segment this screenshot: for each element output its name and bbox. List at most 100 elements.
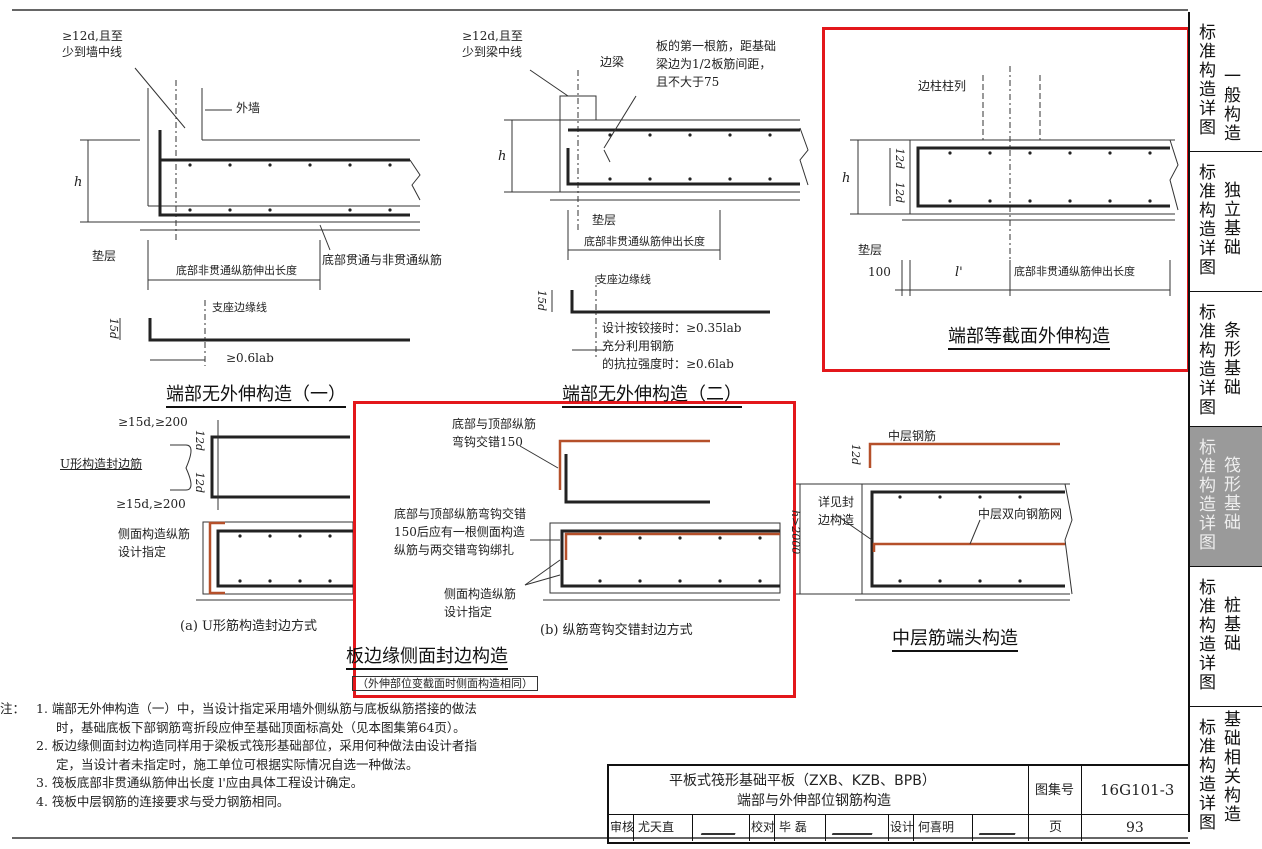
d6-caption: 中层筋端头构造 [892, 630, 1018, 652]
d2-annot-top2: 少到梁中线 [462, 45, 523, 59]
side-tab-label-topic: 条形基础 [1224, 321, 1241, 398]
d4-ge2: ≥15d,≥200 [116, 497, 186, 511]
d5-side-bar2: 设计指定 [444, 605, 493, 619]
d1-caption: 端部无外伸构造（一） [166, 386, 346, 408]
reviewer-name: 尤天直 [638, 820, 675, 834]
d5-tie-note: 底部与顶部纵筋弯钩交错 [394, 507, 527, 521]
d4-side-bar: 侧面构造纵筋 [118, 527, 191, 541]
page-no-cell: 93 [1082, 815, 1189, 841]
d3-bottom-ext: 底部非贯通纵筋伸出长度 [1014, 265, 1135, 278]
side-tab-label-topic: 桩基础 [1224, 596, 1241, 654]
title-cell: 平板式筏形基础平板（ZXB、KZB、BPB） 端部与外伸部位钢筋构造 [609, 766, 1029, 815]
designer-signature [973, 815, 1029, 841]
diagram-hook-staggered-edge [519, 439, 781, 601]
d6-h2000: h>2000 [789, 510, 802, 555]
check-label-cell: 校对 [750, 815, 775, 841]
side-tab-label-topic: 一般构造 [1224, 67, 1241, 144]
d1-h: h [74, 175, 83, 190]
side-tab-label-main: 标准构造详图 [1199, 578, 1216, 693]
atlas-no-cell: 16G101-3 [1082, 766, 1189, 815]
d5-side-bar: 侧面构造纵筋 [444, 587, 517, 601]
d2-full-use: 充分利用钢筋 [602, 339, 675, 353]
design-label-cell: 设计 [889, 815, 914, 841]
note-line: 定，当设计者未指定时，施工单位可根据实际情况自选一种做法。 [56, 756, 419, 772]
reviewer-signature [693, 815, 750, 841]
drawing-title-2: 端部与外伸部位钢筋构造 [737, 793, 891, 809]
side-tab-raft[interactable]: 标准构造详图 筏形基础 [1190, 427, 1262, 567]
d2-hinge: 设计按铰接时：≥0.35lab [602, 321, 742, 335]
side-tab-strip[interactable]: 标准构造详图 条形基础 [1190, 292, 1262, 427]
d1-annot-top2: 少到墙中线 [62, 45, 123, 59]
check-label: 校对 [751, 820, 776, 834]
d3-edge-column: 边柱柱列 [918, 79, 967, 93]
note-line: 3. 筏板底部非贯通纵筋伸出长度 l'应由具体工程设计确定。 [36, 775, 364, 790]
side-tab-label-topic: 基础相关构造 [1224, 710, 1241, 825]
side-index: 标准构造详图 一般构造 标准构造详图 独立基础 标准构造详图 条形基础 标准构造… [1188, 12, 1262, 833]
page-number: 93 [1126, 820, 1144, 836]
d5-caption: 板边缘侧面封边构造 [346, 648, 508, 670]
note-line: 4. 筏板中层钢筋的连接要求与受力钢筋相同。 [36, 793, 290, 809]
atlas-number: 16G101-3 [1100, 781, 1175, 799]
d3-12d-bot: 12d [893, 182, 906, 204]
review-label-cell: 审核 [609, 815, 634, 841]
d6-12d: 12d [849, 444, 862, 466]
side-tab-label-topic: 筏形基础 [1224, 456, 1241, 533]
d5-tie-note2: 150后应有一根侧面构造 [394, 525, 525, 539]
d4-u-bar: U形构造封边筋 [60, 457, 143, 471]
side-tab-isolated[interactable]: 标准构造详图 独立基础 [1190, 152, 1262, 292]
d2-caption: 端部无外伸构造（二） [562, 386, 742, 408]
diagram-no-overhang-1 [80, 67, 421, 366]
d1-support-line: 支座边缘线 [212, 301, 267, 314]
reviewer-cell: 尤天直 [634, 815, 693, 841]
title-block: 平板式筏形基础平板（ZXB、KZB、BPB） 端部与外伸部位钢筋构造 图集号 1… [607, 764, 1190, 844]
d1-lab: ≥0.6lab [226, 351, 274, 365]
side-tab-general[interactable]: 标准构造详图 一般构造 [1190, 12, 1262, 152]
designer-name: 何喜明 [918, 820, 955, 834]
d5-caption-b: (b) 纵筋弯钩交错封边方式 [540, 623, 693, 638]
d3-12d-top: 12d [893, 148, 906, 170]
d4-side-bar2: 设计指定 [118, 545, 167, 559]
side-tab-label-main: 标准构造详图 [1199, 303, 1216, 418]
page-label: 页 [1049, 820, 1063, 835]
d5-tie-note3: 纵筋与两交错弯钩绑扎 [394, 543, 515, 557]
note-line: 时，基础底板下部钢筋弯折段应伸至基础顶面标高处（见本图集第64页）。 [56, 719, 466, 735]
side-tab-label-main: 标准构造详图 [1199, 438, 1216, 553]
side-tab-label-topic: 独立基础 [1224, 181, 1241, 258]
d5-hook-note: 底部与顶部纵筋 [452, 417, 537, 431]
d2-h: h [498, 149, 507, 164]
d6-detail-ref2: 边构造 [818, 513, 855, 527]
drawing-title-1: 平板式筏形基础平板（ZXB、KZB、BPB） [669, 773, 936, 789]
notes-label: 注： [0, 701, 26, 716]
atlas-label-cell: 图集号 [1029, 766, 1082, 815]
d3-caption: 端部等截面外伸构造 [948, 328, 1110, 350]
d1-15d: 15d [107, 318, 120, 340]
d6-mesh: 中层双向钢筋网 [978, 507, 1063, 521]
d2-bottom-ext: 底部非贯通纵筋伸出长度 [584, 235, 705, 248]
checker-cell: 毕 磊 [775, 815, 826, 841]
d4-12d-top: 12d [193, 430, 206, 452]
checker-name: 毕 磊 [779, 820, 807, 834]
page-label-cell: 页 [1029, 815, 1082, 841]
d4-caption-a: (a) U形筋构造封边方式 [180, 619, 317, 634]
d1-bottom-bars: 底部贯通与非贯通纵筋 [322, 253, 443, 267]
d2-first-bar2: 梁边为1/2板筋间距， [656, 57, 772, 71]
notes-block: 注： 1. 端部无外伸构造（一）中，当设计指定采用墙外侧纵筋与底板纵筋搭接的做法… [0, 700, 477, 811]
side-tab-related[interactable]: 标准构造详图 基础相关构造 [1190, 707, 1262, 833]
design-label: 设计 [890, 820, 915, 834]
d5-hook-note2: 弯钩交错150 [452, 435, 523, 449]
d3-l-prime: l' [955, 265, 963, 280]
atlas-label: 图集号 [1035, 783, 1075, 798]
checker-signature [826, 815, 889, 841]
d2-edge-beam: 边梁 [600, 55, 625, 69]
d6-detail-ref: 详见封 [818, 495, 855, 509]
side-tab-label-main: 标准构造详图 [1199, 23, 1216, 138]
d1-annot-top: ≥12d,且至 [62, 29, 123, 43]
side-tab-label-main: 标准构造详图 [1199, 163, 1216, 278]
d1-outer-wall: 外墙 [236, 101, 261, 115]
d2-tensile: 的抗拉强度时：≥0.6lab [602, 357, 734, 371]
side-tab-pile[interactable]: 标准构造详图 桩基础 [1190, 567, 1262, 707]
review-label: 审核 [610, 820, 635, 834]
designer-cell: 何喜明 [914, 815, 973, 841]
d1-bottom-ext: 底部非贯通纵筋伸出长度 [176, 264, 297, 277]
